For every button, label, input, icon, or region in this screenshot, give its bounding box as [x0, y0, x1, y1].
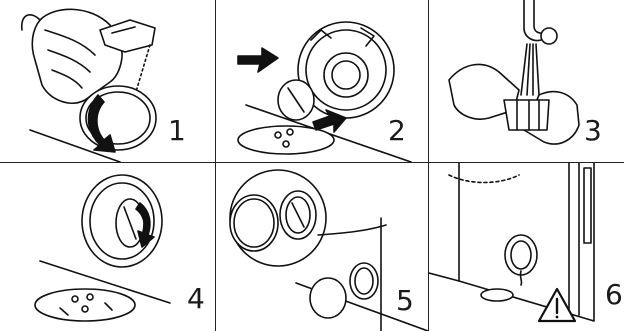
step-panel-6: 6 [429, 163, 624, 331]
reinsert-pump-filter-illustration [0, 163, 215, 331]
step-panel-4: 4 [0, 163, 215, 331]
step-number-4: 4 [187, 285, 205, 313]
step-panel-1: 1 [0, 0, 215, 162]
step-number-6: 6 [605, 281, 623, 309]
step-number-2: 2 [388, 117, 406, 145]
step-panel-3: 3 [429, 0, 624, 162]
warning-drain-water-illustration [429, 163, 624, 331]
step-panel-5: 5 [216, 163, 428, 331]
step-number-1: 1 [168, 117, 186, 145]
step-panel-2: 2 [216, 0, 428, 162]
step-number-5: 5 [396, 287, 414, 315]
step-number-3: 3 [584, 117, 602, 145]
